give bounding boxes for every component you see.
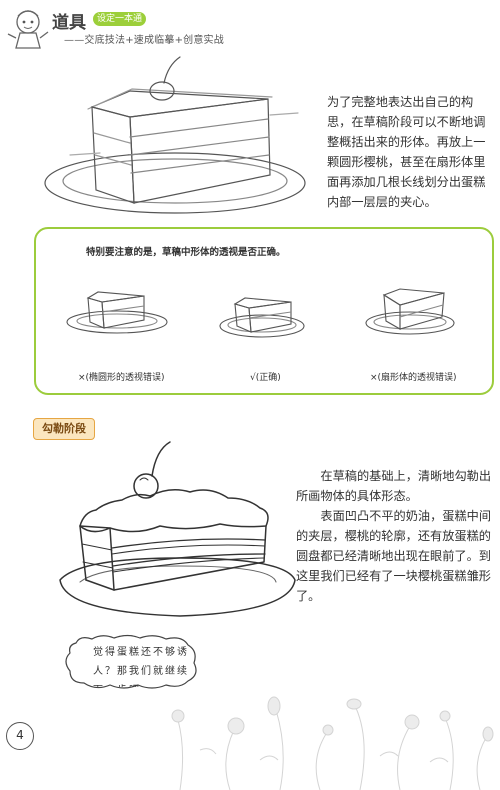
- page-header: 道具 设定一本通 ——交底技法+速成临摹+创意实战: [0, 0, 500, 60]
- example-caption-3: ×(扇形体的透视错误): [370, 373, 457, 383]
- outline-stage-text: 在草稿的基础上，清晰地勾勒出所画物体的具体形态。 表面凹凸不平的奶油，蛋糕中间的…: [296, 466, 492, 606]
- example-caption-2: √(正确): [250, 373, 281, 383]
- page-title: 道具: [52, 13, 86, 33]
- tip-note: 特别要注意的是，草稿中形体的透视是否正确。: [86, 247, 286, 258]
- outline-cake-illustration: [59, 441, 296, 617]
- floral-decoration: [171, 696, 494, 790]
- section-label: 勾勒阶段: [33, 418, 95, 440]
- speech-bubble: [65, 634, 197, 689]
- outline-stage-paragraph-2: 表面凹凸不平的奶油，蛋糕中间的夹层，樱桃的轮廓，还有放蛋糕的圆盘都已经清晰地出现…: [296, 509, 492, 603]
- correct-example: [219, 297, 305, 338]
- sketch-cake-illustration: [44, 56, 306, 214]
- outline-stage-paragraph-1: 在草稿的基础上，清晰地勾勒出所画物体的具体形态。: [296, 469, 492, 503]
- mascot-icon: [7, 10, 49, 49]
- example-caption-1: ×(椭圆形的透视错误): [78, 373, 165, 383]
- tip-box: [34, 227, 494, 395]
- sketch-stage-paragraph: 为了完整地表达出自己的构思，在草稿阶段可以不断地调整概括出来的形体。再放上一颗圆…: [327, 95, 486, 209]
- wrong-ellipse-example: [66, 291, 168, 334]
- page-subtitle: ——交底技法+速成临摹+创意实战: [64, 35, 224, 46]
- wrong-wedge-example: [365, 288, 455, 335]
- page-number: 4: [6, 722, 34, 750]
- bubble-text: 觉得蛋糕还不够诱人？那我们就继续下一步吧: [93, 647, 189, 687]
- book-badge: 设定一本通: [93, 12, 147, 26]
